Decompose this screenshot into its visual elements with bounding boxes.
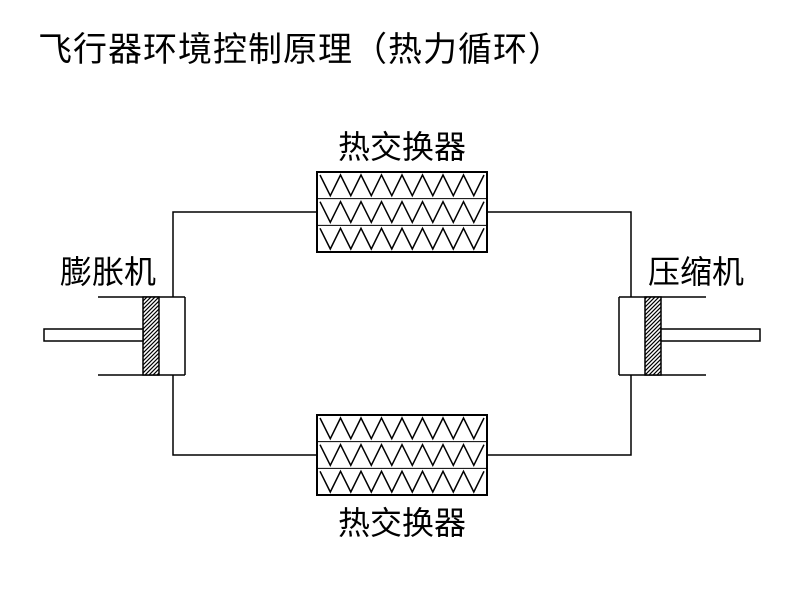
heat-exchanger-bottom-label: 热交换器 xyxy=(338,504,466,542)
compressor-label: 压缩机 xyxy=(648,253,744,291)
expander-piston xyxy=(142,296,160,376)
expander-cylinder xyxy=(43,296,186,376)
heat-exchanger-fin-row xyxy=(319,173,485,198)
expander-label: 膨胀机 xyxy=(60,253,156,291)
heat-exchanger-top xyxy=(316,171,488,253)
heat-exchanger-fin-row xyxy=(319,199,485,225)
pipe-lines xyxy=(172,211,632,456)
heat-exchanger-bottom xyxy=(316,414,488,496)
compressor-piston-rod xyxy=(660,328,761,342)
compressor-piston xyxy=(644,296,662,376)
heat-exchanger-fin-row xyxy=(319,442,485,468)
expander-piston-rod xyxy=(43,328,144,342)
heat-exchanger-top-label: 热交换器 xyxy=(338,128,466,166)
heat-exchanger-fin-row xyxy=(319,416,485,441)
compressor-cylinder xyxy=(618,296,761,376)
heat-exchanger-fin-row xyxy=(319,226,485,251)
page-title: 飞行器环境控制原理（热力循环） xyxy=(38,30,563,70)
heat-exchanger-fin-row xyxy=(319,469,485,494)
